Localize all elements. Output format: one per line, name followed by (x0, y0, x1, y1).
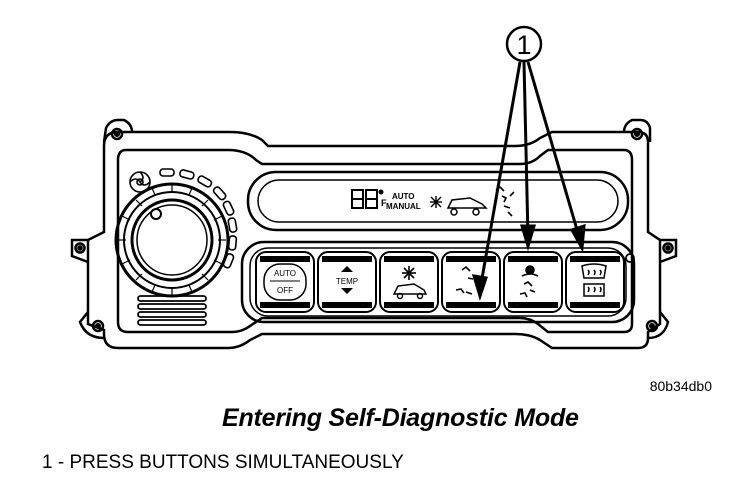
fan-icon (129, 171, 151, 193)
button-temp[interactable]: TEMP (317, 251, 377, 313)
rear-defrost-icon (583, 283, 605, 297)
display-window: F AUTO MANUAL (246, 170, 630, 232)
vent-grille (137, 295, 207, 326)
button-vent-mode[interactable] (441, 251, 501, 313)
button-temp-label: TEMP (336, 277, 358, 286)
callout-arrows (471, 61, 586, 301)
display-recirc-car-icon (446, 197, 488, 216)
button-off-label: OFF (277, 286, 293, 295)
digit-segments: F (351, 189, 387, 209)
callout-number: 1 (516, 30, 531, 60)
floor-vent-icon (519, 265, 539, 298)
display-manual-label: MANUAL (386, 202, 421, 211)
front-defrost-icon (581, 263, 607, 279)
display-ac-snowflake-icon (430, 196, 442, 208)
fan-speed-indicators (159, 168, 238, 269)
recirc-car-icon (392, 283, 428, 300)
button-bank (240, 240, 636, 324)
button-defrost[interactable] (565, 251, 625, 313)
button-floor-mode[interactable] (503, 251, 563, 313)
button-auto-label: AUTO (274, 269, 296, 278)
button-ac-recirc[interactable] (379, 251, 439, 313)
mounting-tabs (70, 118, 678, 340)
snowflake-icon (402, 266, 416, 280)
temp-down-arrow-icon (341, 288, 353, 294)
svg-text:F: F (381, 198, 387, 208)
figure-id: 80b34db0 (649, 378, 712, 394)
display-airflow-icon (495, 185, 515, 217)
button-auto-off[interactable]: AUTO OFF (255, 251, 315, 313)
display-auto-label: AUTO (392, 192, 415, 201)
legend-item-1: 1 - PRESS BUTTONS SIMULTANEOUSLY (42, 452, 404, 473)
fan-speed-knob (114, 182, 230, 298)
figure-caption: Entering Self-Diagnostic Mode (222, 404, 579, 432)
temp-up-arrow-icon (341, 266, 353, 272)
panel-vent-icon (455, 265, 474, 295)
callout-marker: 1 (505, 25, 543, 63)
